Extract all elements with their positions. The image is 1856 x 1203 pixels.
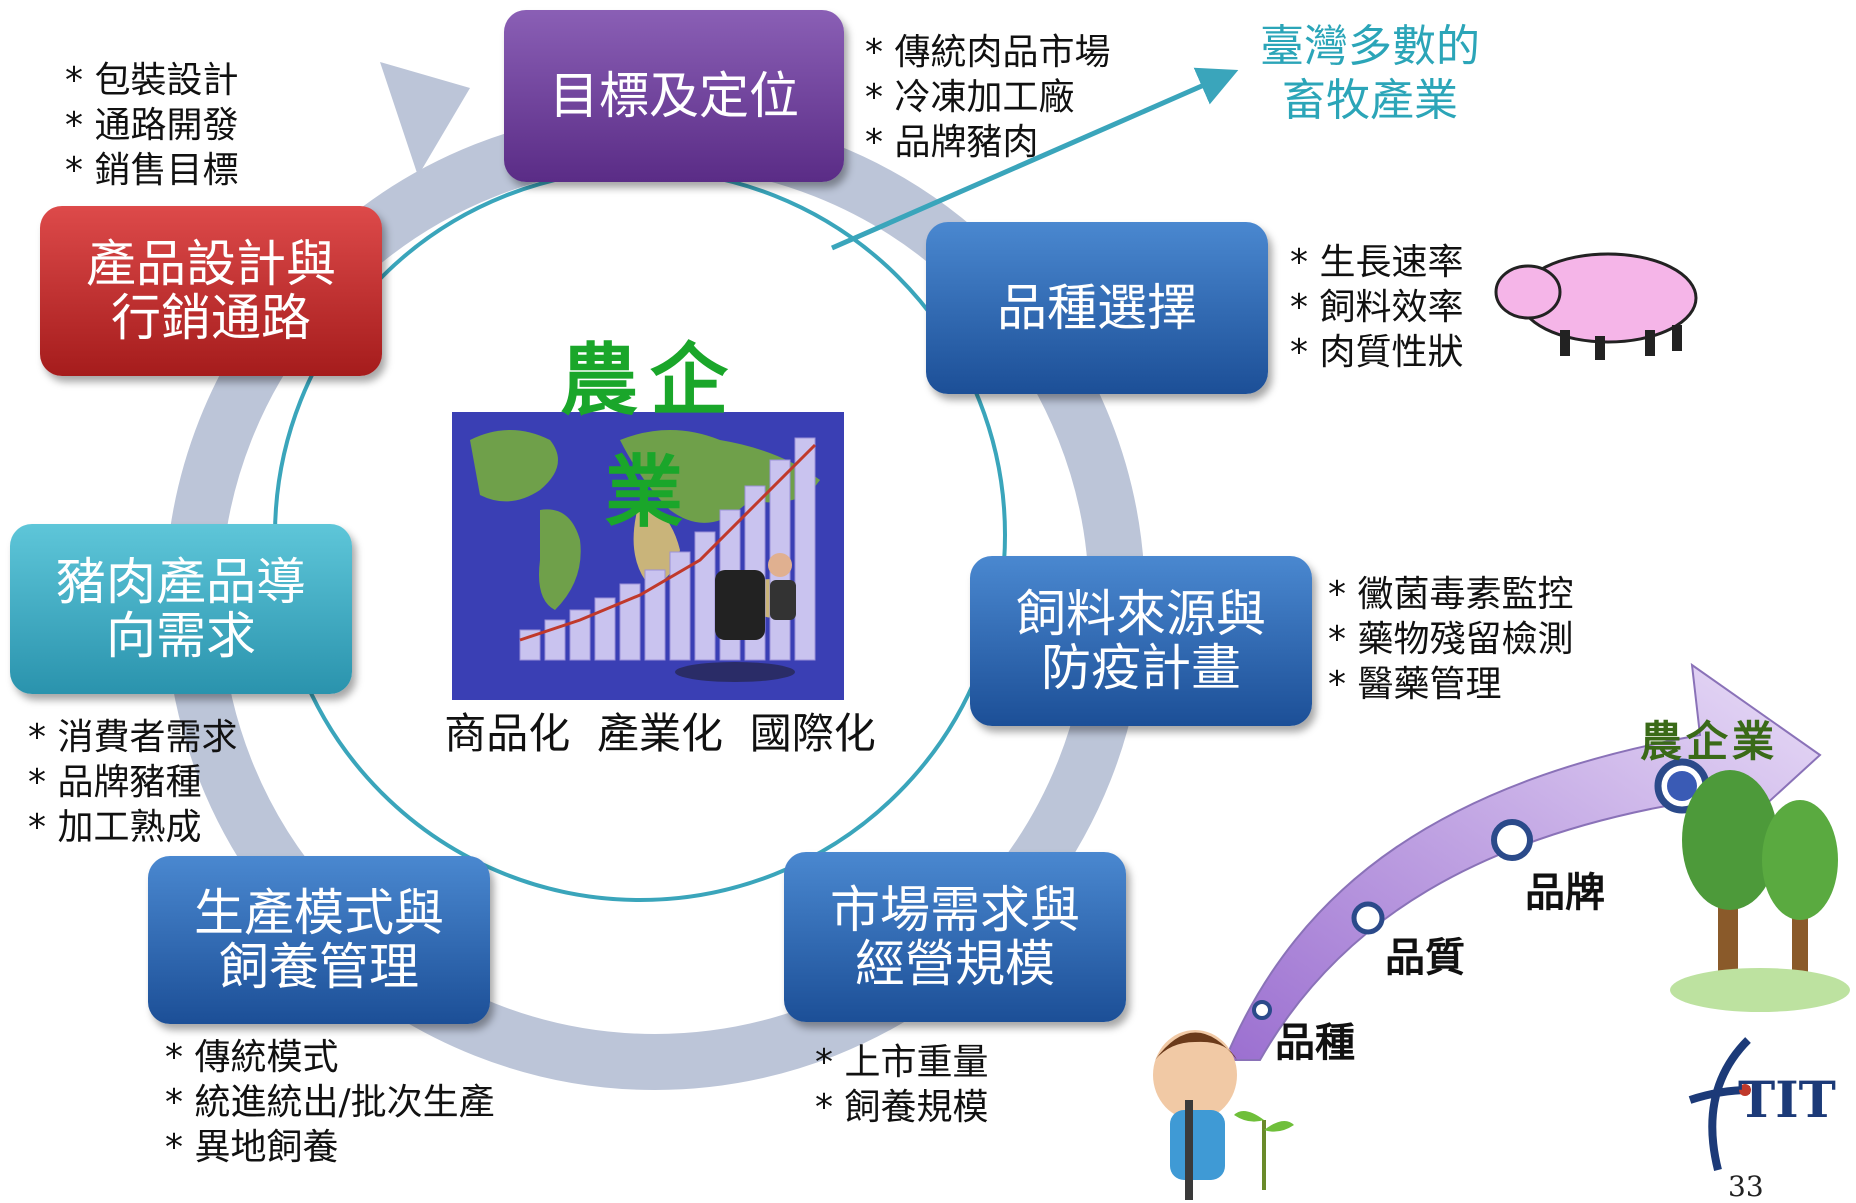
note-item: * 品牌豬種 [28,762,202,803]
step-quality: 品質 [1385,934,1465,981]
tree-illustration [1670,770,1850,1012]
step-brand: 品牌 [1525,869,1605,916]
feed-notes: * 黴菌毒素監控 * 藥物殘留檢測 * 醫藥管理 [1328,572,1573,707]
pork-product-box[interactable]: 豬肉產品導 向需求 [10,524,352,694]
note-item: * 傳統模式 [165,1037,339,1078]
note-item: * 通路開發 [65,105,239,146]
note-item: * 飼養規模 [815,1087,989,1128]
target-positioning-label: 目標及定位 [549,67,799,125]
atit-logo-text: TIT [1738,1070,1836,1129]
note-item: * 黴菌毒素監控 [1328,574,1574,615]
market-demand-label: 市場需求與 經營規模 [830,881,1080,993]
note-item: * 藥物殘留檢測 [1328,619,1574,660]
target-positioning-box[interactable]: 目標及定位 [504,10,844,182]
target-notes: * 傳統肉品市場 * 冷凍加工廠 * 品牌豬肉 [865,30,1110,165]
note-item: * 銷售目標 [65,150,239,191]
note-item: * 肉質性狀 [1290,332,1464,373]
note-item: * 醫藥管理 [1328,664,1502,705]
cycle-arrowhead [380,62,470,176]
growth-dot-2 [1351,901,1385,935]
world-chart-image [452,412,844,700]
step-breed: 品種 [1275,1019,1355,1066]
note-item: * 加工熟成 [28,807,202,848]
breed-selection-label: 品種選擇 [997,279,1197,337]
production-mode-box[interactable]: 生產模式與 飼養管理 [148,856,490,1024]
growth-dot-1 [1252,1000,1272,1020]
teal-arrow [830,67,1239,251]
child-illustration [1153,1030,1294,1200]
note-item: * 飼料效率 [1290,287,1464,328]
page-number: 33 [1728,1170,1764,1203]
product-design-notes: * 包裝設計 * 通路開發 * 銷售目標 [65,58,238,193]
breed-notes: * 生長速率 * 飼料效率 * 肉質性狀 [1290,240,1463,375]
production-notes: * 傳統模式 * 統進統出/批次生產 * 異地飼養 [165,1035,495,1170]
pig-illustration [1494,252,1698,360]
note-item: * 上市重量 [815,1042,989,1083]
feed-source-label: 飼料來源與 防疫計畫 [1016,585,1266,697]
feed-source-box[interactable]: 飼料來源與 防疫計畫 [970,556,1312,726]
note-item: * 包裝設計 [65,60,239,101]
taiwan-livestock-note: 臺灣多數的 畜牧產業 [1260,21,1480,126]
market-demand-box[interactable]: 市場需求與 經營規模 [784,852,1126,1022]
market-notes: * 上市重量 * 飼養規模 [815,1040,988,1130]
note-item: * 統進統出/批次生產 [165,1082,495,1123]
product-design-label: 產品設計與 行銷通路 [86,235,336,347]
breed-selection-box[interactable]: 品種選擇 [926,222,1268,394]
note-item: * 生長速率 [1290,242,1464,283]
note-item: * 品牌豬肉 [865,122,1039,163]
note-item: * 冷凍加工廠 [865,77,1075,118]
growth-goal: 農企業 [1640,717,1779,766]
pork-notes: * 消費者需求 * 品牌豬種 * 加工熟成 [28,715,237,850]
product-design-box[interactable]: 產品設計與 行銷通路 [40,206,382,376]
note-item: * 消費者需求 [28,717,238,758]
center-subtitle: 商品化 產業化 國際化 [444,709,876,758]
note-item: * 傳統肉品市場 [865,32,1111,73]
production-mode-label: 生產模式與 飼養管理 [194,884,444,996]
pork-product-label: 豬肉產品導 向需求 [56,553,306,665]
growth-dot-3 [1491,819,1533,861]
note-item: * 異地飼養 [165,1127,339,1168]
center-title: 農企業 [559,335,740,538]
